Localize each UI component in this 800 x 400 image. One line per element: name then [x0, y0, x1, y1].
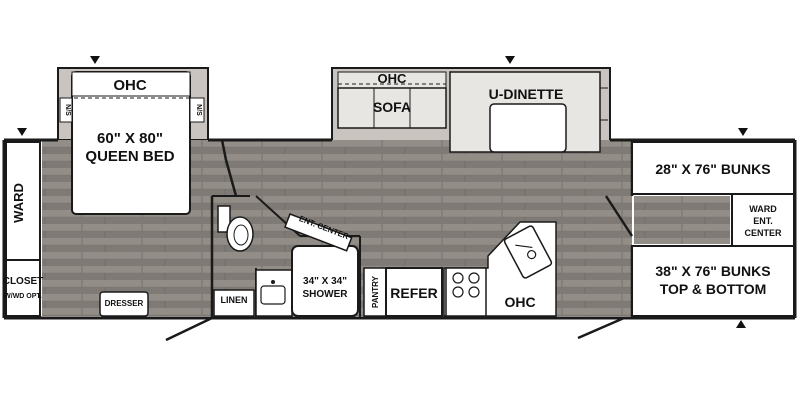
ns-right-label: N/S	[195, 104, 202, 116]
refer-label: REFER	[390, 285, 437, 301]
dresser-box	[99, 291, 149, 317]
closet-opt-label: W/WD OPT.	[4, 293, 42, 300]
nightstand-left	[59, 97, 73, 123]
ent-center-slanted	[284, 213, 353, 252]
triangle-marker	[505, 56, 515, 64]
ward-left-label: WARD	[11, 183, 26, 223]
triangle-marker	[738, 128, 748, 136]
ns-left-label: N/S	[64, 104, 71, 116]
queen-bed-label: QUEEN BED	[85, 148, 174, 165]
bunks-bottom-box	[631, 245, 795, 317]
triangle-marker	[90, 56, 100, 64]
ohc-sofa-label: OHC	[378, 71, 408, 86]
toilet-icon	[217, 205, 254, 252]
shower-size-label: 34" X 34"	[303, 276, 347, 287]
shower-box	[291, 245, 359, 317]
stove-icon	[445, 267, 487, 317]
pillow-area	[71, 71, 191, 97]
bunks-bottom-size-label: 38" X 76" BUNKS	[655, 263, 770, 279]
bunks-bottom-label: TOP & BOTTOM	[660, 281, 767, 297]
bedroom-wall	[210, 139, 238, 318]
bunks-top-label: 28" X 76" BUNKS	[655, 161, 770, 177]
kitchen-sink-icon	[503, 225, 553, 279]
sofa-label: SOFA	[373, 99, 411, 115]
closet-box	[5, 259, 41, 317]
dinette-table	[489, 103, 567, 153]
ward-right-label: WARD	[749, 204, 777, 214]
u-dinette-label: U-DINETTE	[489, 86, 564, 102]
triangle-marker	[17, 128, 27, 136]
sink-icon	[255, 269, 293, 317]
center-right-label: CENTER	[744, 228, 782, 238]
shower-label: SHOWER	[303, 289, 349, 300]
ward-left-box	[5, 141, 41, 261]
queen-bed-size-label: 60" X 80"	[97, 130, 163, 147]
pantry-label: PANTRY	[371, 275, 380, 308]
linen-box	[213, 289, 255, 317]
entry-doors	[165, 316, 625, 342]
closet-label: CLOSET	[3, 276, 44, 287]
bunk-floor	[634, 196, 730, 244]
ohc-kitchen-label: OHC	[504, 294, 535, 310]
nightstand-right	[189, 97, 205, 123]
dresser-label: DRESSER	[105, 299, 144, 308]
ent-right-label: ENT.	[753, 216, 773, 226]
ward-ent-box	[731, 193, 795, 247]
triangle-marker	[736, 320, 746, 328]
refer-box	[385, 267, 443, 317]
bunks-top-box	[631, 141, 795, 195]
linen-label: LINEN	[221, 295, 248, 305]
sofa-seat	[337, 87, 447, 129]
ohc-bed-label: OHC	[113, 77, 147, 94]
